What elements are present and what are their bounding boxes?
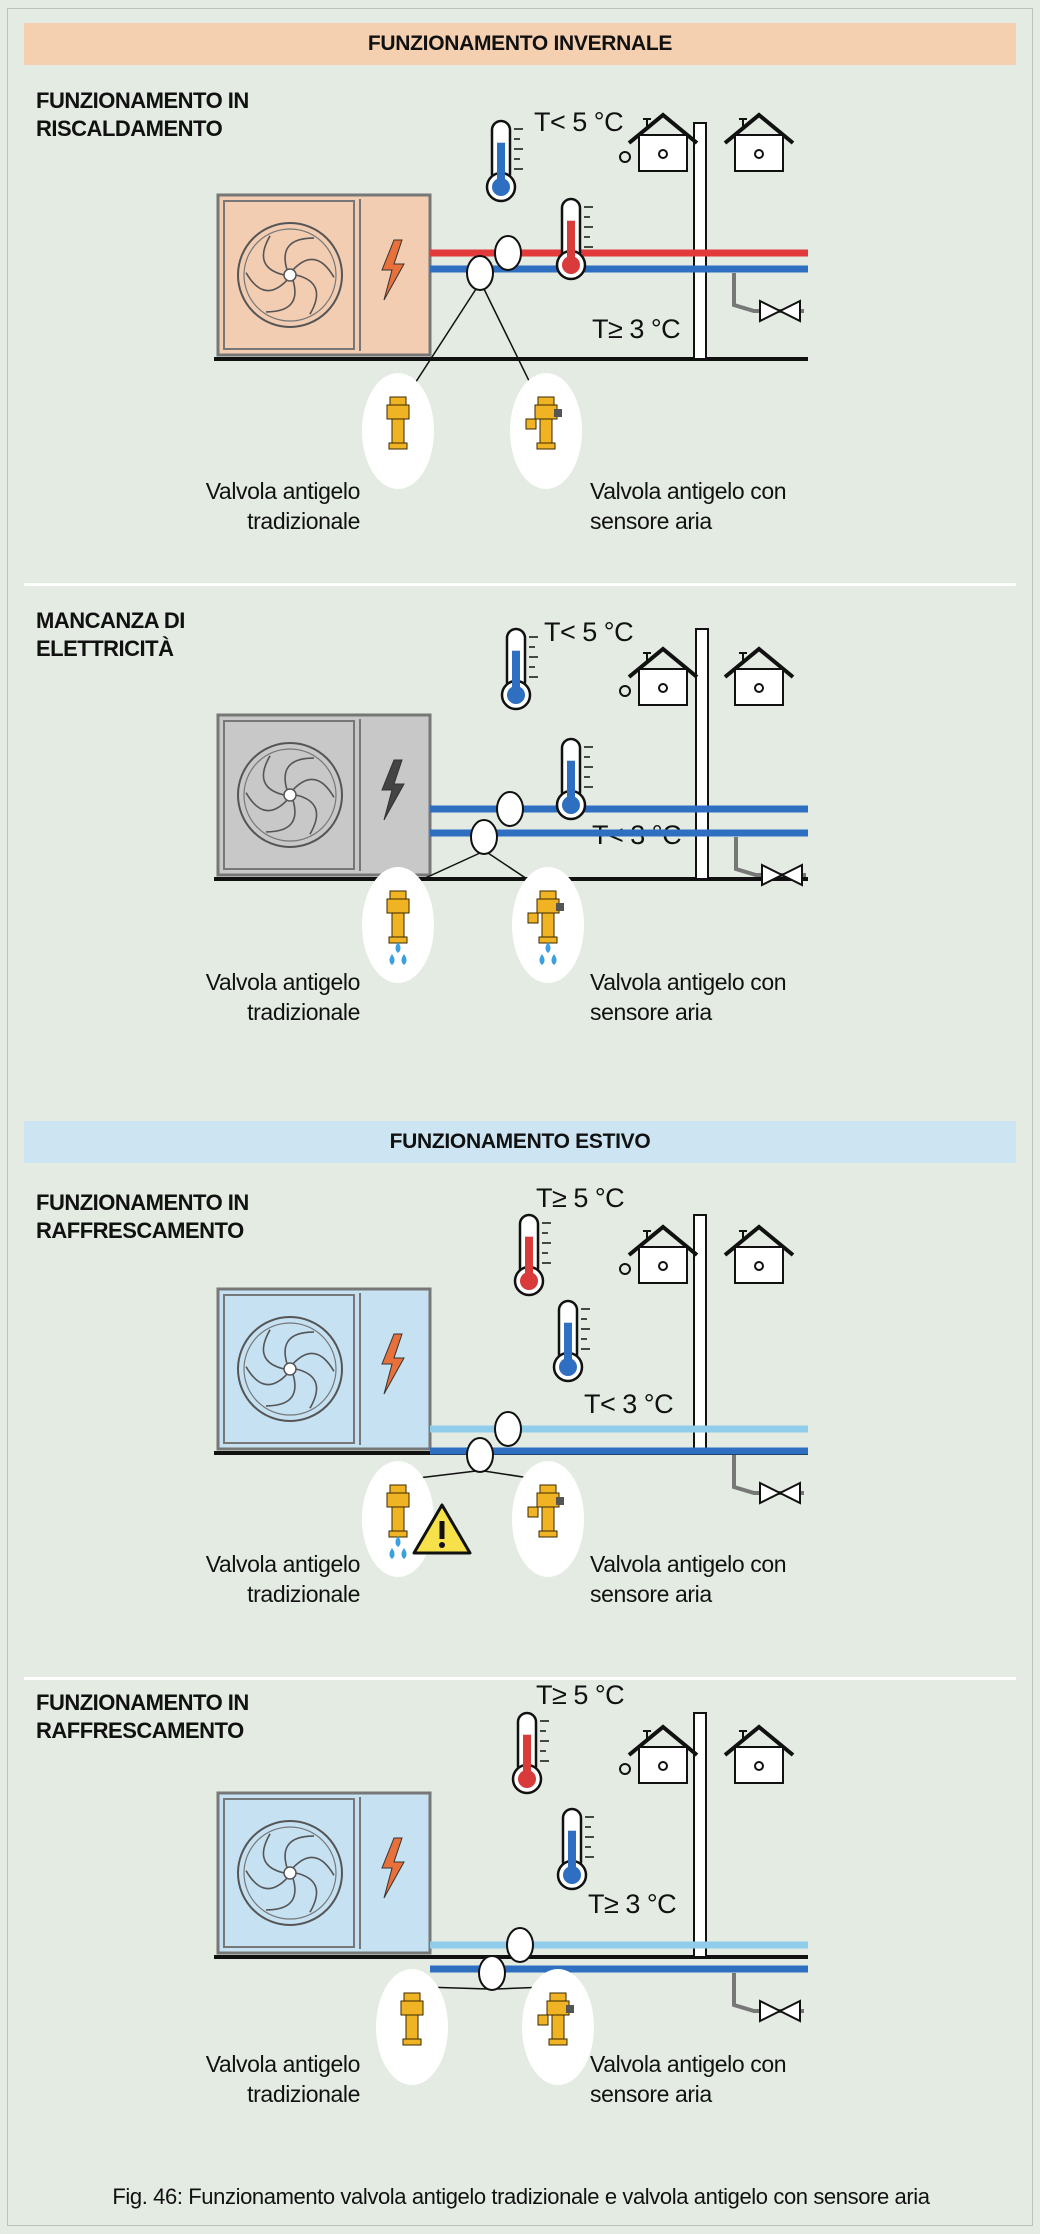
pipe-temperature-label: T≥ 3 °C xyxy=(592,314,681,344)
house-icon xyxy=(619,646,699,706)
lightning-icon xyxy=(381,239,405,301)
drain-valve-icon xyxy=(732,273,804,323)
valve-marker xyxy=(478,1955,506,1991)
pipe-temperature-label: T< 3 °C xyxy=(584,1389,674,1419)
air-sensor-valve-icon xyxy=(527,890,564,944)
traditional-valve-icon xyxy=(386,890,410,944)
divider xyxy=(24,583,1016,586)
ambient-thermometer-icon xyxy=(485,119,523,203)
panel-cooling-high: FUNZIONAMENTO IN RAFFRESCAMENTO T≥ 5 °C … xyxy=(8,1680,1034,2209)
lightning-icon xyxy=(381,1837,405,1899)
water-drops-icon xyxy=(389,942,407,965)
panel-diagram xyxy=(214,1213,808,1577)
figure-page: FUNZIONAMENTO INVERNALE FUNZIONAMENTO ES… xyxy=(7,8,1033,2226)
pipe-thermometer-icon xyxy=(556,1807,594,1891)
leader-line xyxy=(409,852,481,886)
water-drops-icon xyxy=(389,1536,407,1559)
valve-marker xyxy=(496,791,524,827)
ambient-temperature-label: T< 5 °C xyxy=(534,107,624,137)
building-wall xyxy=(693,1214,707,1454)
panel-diagram xyxy=(214,627,808,983)
air-sensor-valve-icon xyxy=(525,396,562,450)
leader-line xyxy=(483,288,535,392)
panel-heating: FUNZIONAMENTO IN RISCALDAMENTO T< 5 °C T… xyxy=(8,87,1034,607)
lightning-icon xyxy=(381,759,405,821)
valve-marker xyxy=(466,255,494,291)
panel-cooling-low: FUNZIONAMENTO IN RAFFRESCAMENTO T≥ 5 °C … xyxy=(8,1183,1034,1709)
panel-power-failure: MANCANZA DI ELETTRICITÀ T< 5 °C T< 3 °C … xyxy=(8,607,1034,1127)
air-sensor-valve-label: Valvola antigelo con sensore aria xyxy=(590,2051,787,2107)
traditional-valve-icon xyxy=(400,1992,424,2046)
house-icon xyxy=(619,112,699,172)
water-drops-icon xyxy=(539,942,557,965)
drain-valve-icon xyxy=(732,1973,804,2023)
leader-line xyxy=(409,288,477,392)
air-sensor-valve-label: Valvola antigelo con sensore aria xyxy=(590,969,787,1025)
lightning-icon xyxy=(381,1333,405,1395)
ambient-temperature-label: T< 5 °C xyxy=(544,617,634,647)
fan-icon xyxy=(237,222,343,328)
fan-icon xyxy=(237,1316,343,1422)
air-sensor-valve-label: Valvola antigelo con sensore aria xyxy=(590,1551,787,1607)
building-wall xyxy=(693,122,707,360)
ambient-temperature-label: T≥ 5 °C xyxy=(536,1680,625,1710)
air-sensor-valve-icon xyxy=(527,1484,564,1538)
house-icon xyxy=(723,646,795,706)
panel-title: FUNZIONAMENTO IN RISCALDAMENTO xyxy=(36,88,249,141)
valve-marker xyxy=(466,1437,494,1473)
house-icon xyxy=(619,1224,699,1284)
ambient-thermometer-icon xyxy=(511,1711,549,1795)
traditional-valve-label: Valvola antigelo tradizionale xyxy=(205,1551,361,1607)
panel-title: MANCANZA DI ELETTRICITÀ xyxy=(36,608,185,661)
panel-title: FUNZIONAMENTO IN RAFFRESCAMENTO xyxy=(36,1190,249,1243)
winter-section-header: FUNZIONAMENTO INVERNALE xyxy=(24,23,1016,65)
valve-marker xyxy=(494,235,522,271)
house-icon xyxy=(723,1224,795,1284)
house-icon xyxy=(723,1724,795,1784)
valve-marker xyxy=(506,1927,534,1963)
figure-caption: Fig. 46: Funzionamento valvola antigelo … xyxy=(112,2184,930,2209)
traditional-valve-label: Valvola antigelo tradizionale xyxy=(205,2051,361,2107)
traditional-valve-icon xyxy=(386,1484,410,1538)
ambient-thermometer-icon xyxy=(500,627,538,711)
drain-valve-icon xyxy=(734,837,806,887)
ambient-temperature-label: T≥ 5 °C xyxy=(536,1183,625,1213)
valve-marker xyxy=(470,819,498,855)
traditional-valve-label: Valvola antigelo tradizionale xyxy=(205,478,361,534)
panel-title: FUNZIONAMENTO IN RAFFRESCAMENTO xyxy=(36,1690,249,1743)
fan-icon xyxy=(237,1820,343,1926)
fan-icon xyxy=(237,742,343,848)
panel-diagram xyxy=(214,1711,808,2085)
warning-icon xyxy=(412,1503,472,1555)
house-icon xyxy=(723,112,795,172)
building-wall xyxy=(693,1712,707,1958)
heat-pump-unit xyxy=(216,713,432,877)
traditional-valve-icon xyxy=(386,396,410,450)
drain-valve-icon xyxy=(732,1455,804,1505)
traditional-valve-label: Valvola antigelo tradizionale xyxy=(205,969,361,1025)
pipe-temperature-label: T≥ 3 °C xyxy=(588,1889,677,1919)
valve-marker xyxy=(494,1411,522,1447)
air-sensor-valve-label: Valvola antigelo con sensore aria xyxy=(590,478,787,534)
pipe-thermometer-icon xyxy=(555,197,593,281)
summer-section-header: FUNZIONAMENTO ESTIVO xyxy=(24,1121,1016,1163)
pipe-thermometer-icon xyxy=(555,737,593,821)
panel-diagram xyxy=(214,112,808,489)
house-icon xyxy=(619,1724,699,1784)
building-wall xyxy=(695,628,709,880)
ambient-thermometer-icon xyxy=(513,1213,551,1297)
divider xyxy=(24,1677,1016,1680)
air-sensor-valve-icon xyxy=(537,1992,574,2046)
pipe-thermometer-icon xyxy=(552,1299,590,1383)
